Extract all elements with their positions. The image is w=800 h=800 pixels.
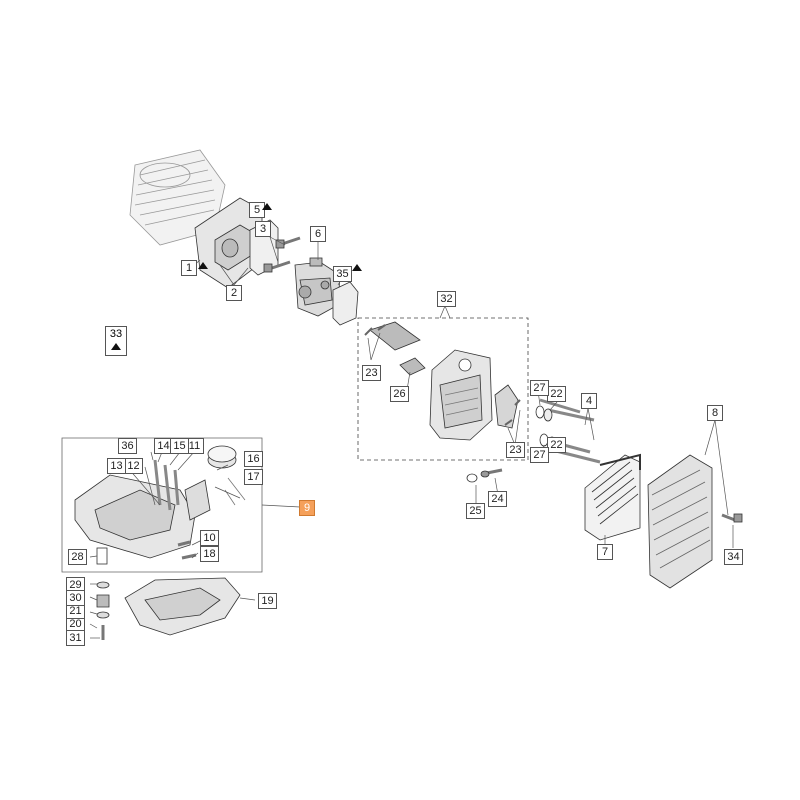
callout-2[interactable]: 2 xyxy=(226,285,242,301)
callout-5[interactable]: 5 xyxy=(249,202,265,218)
callout-8[interactable]: 8 xyxy=(707,405,723,421)
callout-22[interactable]: 22 xyxy=(547,386,566,402)
engine-cover xyxy=(647,454,713,589)
callout-36[interactable]: 36 xyxy=(118,438,137,454)
mount-hardware xyxy=(96,581,110,640)
callout-30[interactable]: 30 xyxy=(66,590,85,606)
callout-7[interactable]: 7 xyxy=(597,544,613,560)
callout-25[interactable]: 25 xyxy=(466,503,485,519)
callout-4[interactable]: 4 xyxy=(581,393,597,409)
callout-10[interactable]: 10 xyxy=(200,530,219,546)
air-filter-base xyxy=(429,349,493,441)
callout-35[interactable]: 35 xyxy=(333,266,352,282)
triangle-icon xyxy=(111,343,121,350)
callout-22[interactable]: 22 xyxy=(547,437,566,453)
callout-27[interactable]: 27 xyxy=(530,447,549,463)
callout-15[interactable]: 15 xyxy=(170,438,189,454)
callout-6[interactable]: 6 xyxy=(310,226,326,242)
callout-28[interactable]: 28 xyxy=(68,549,87,565)
air-filter xyxy=(584,453,641,541)
bracket xyxy=(494,384,519,429)
callout-16[interactable]: 16 xyxy=(244,451,263,467)
callout-26[interactable]: 26 xyxy=(390,386,409,402)
callout-9[interactable]: 9 xyxy=(299,500,315,516)
triangle-icon xyxy=(198,262,208,269)
callout-18[interactable]: 18 xyxy=(200,546,219,562)
triangle-icon xyxy=(352,264,362,271)
cover-screw xyxy=(721,513,736,522)
callout-13[interactable]: 13 xyxy=(107,458,126,474)
callout-34[interactable]: 34 xyxy=(724,549,743,565)
callout-17[interactable]: 17 xyxy=(244,469,263,485)
skid-plate xyxy=(124,577,241,636)
callout-29[interactable]: 29 xyxy=(66,577,85,593)
callout-23[interactable]: 23 xyxy=(506,442,525,458)
carb-gasket xyxy=(332,281,359,326)
fuel-tank xyxy=(74,474,211,559)
bolt xyxy=(486,468,503,475)
callout-19[interactable]: 19 xyxy=(258,593,277,609)
callout-32[interactable]: 32 xyxy=(437,291,456,307)
callout-14[interactable]: 14 xyxy=(154,438,173,454)
triangle-icon xyxy=(262,203,272,210)
callout-31[interactable]: 31 xyxy=(66,630,85,646)
callout-33[interactable]: 33 xyxy=(105,326,127,356)
air-filter-element xyxy=(369,321,426,376)
tank-screw xyxy=(96,547,108,565)
intake-manifold xyxy=(194,197,263,289)
callout-24[interactable]: 24 xyxy=(488,491,507,507)
callout-23[interactable]: 23 xyxy=(362,365,381,381)
leader-lines xyxy=(89,215,734,639)
air-filter-assembly-frame xyxy=(357,317,529,461)
callout-1[interactable]: 1 xyxy=(181,260,197,276)
callout-12[interactable]: 12 xyxy=(124,458,143,474)
callout-33-number: 33 xyxy=(109,328,123,340)
fuel-cap xyxy=(207,445,246,506)
fuel-hoses xyxy=(153,459,180,511)
callout-27[interactable]: 27 xyxy=(530,380,549,396)
fittings xyxy=(177,540,197,560)
callout-3[interactable]: 3 xyxy=(255,221,271,237)
screws xyxy=(263,236,301,273)
